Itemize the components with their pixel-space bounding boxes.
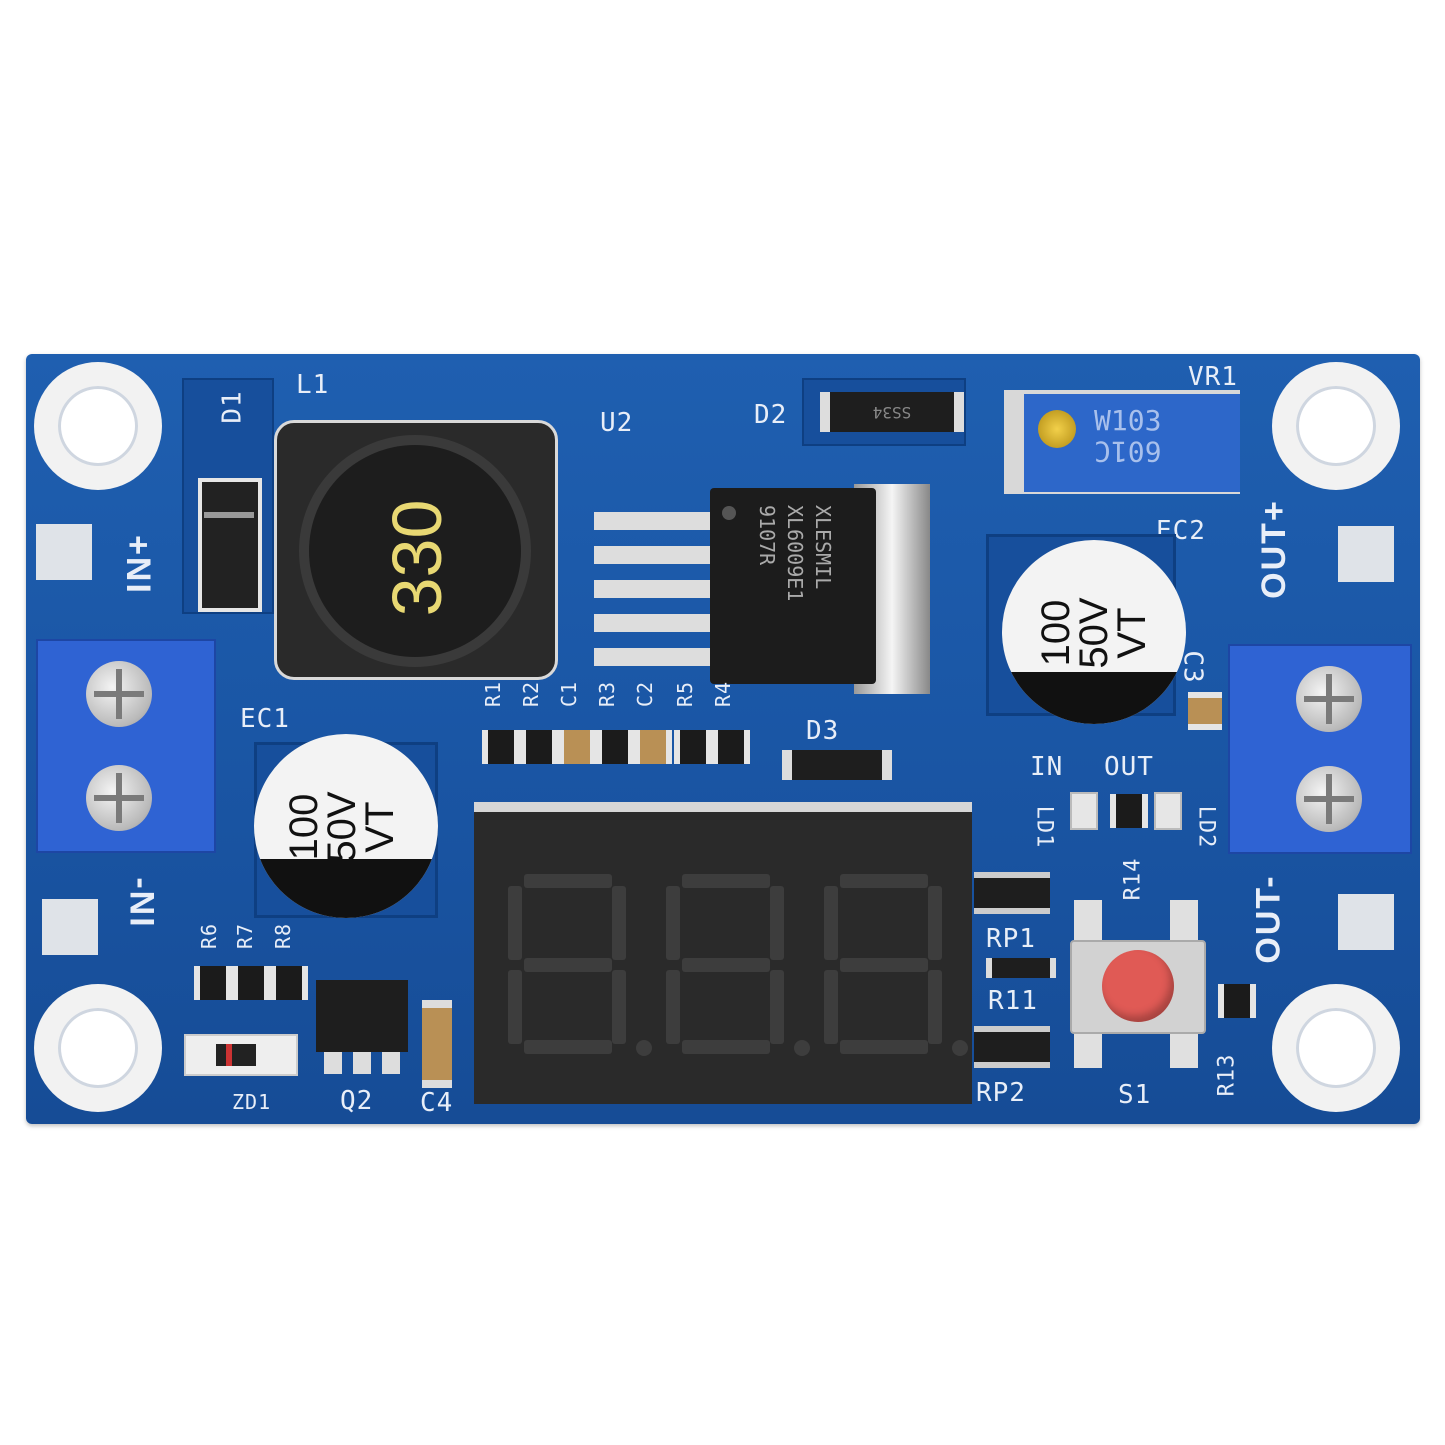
push-button-s1[interactable]: [1070, 900, 1206, 1068]
input-plus-pad: [36, 524, 92, 580]
diode-d3: [782, 750, 892, 780]
label-r6: R6: [197, 922, 222, 950]
resistor-r5: [674, 730, 712, 764]
capacitor-c2: [634, 730, 672, 764]
label-out-led: OUT: [1104, 752, 1154, 782]
label-d1: D1: [217, 390, 248, 424]
diode-marking: SS34: [872, 403, 912, 422]
capacitor-c4: [422, 1000, 452, 1088]
label-ld1: LD1: [1031, 805, 1057, 849]
capacitor-c3: [1188, 692, 1222, 730]
label-d3: D3: [806, 716, 840, 746]
mounting-hole-top-right: [1272, 362, 1400, 490]
resistor-r13: [1218, 984, 1256, 1018]
output-screw-bottom[interactable]: [1296, 766, 1362, 832]
resistor-r14: [1110, 794, 1148, 828]
input-screw-top[interactable]: [86, 661, 152, 727]
resistor-pack-rp1: [974, 872, 1050, 914]
capacitor-ec2: 100 50V VT: [1002, 540, 1186, 724]
resistor-pack-rp2: [974, 1026, 1050, 1068]
label-l1: L1: [296, 370, 330, 400]
output-plus-pad: [1338, 526, 1394, 582]
transistor-q2: [316, 980, 408, 1052]
capacitor-ec1: 100 50V VT: [254, 734, 438, 918]
label-r7: R7: [233, 922, 258, 950]
label-ec1: EC1: [240, 704, 290, 734]
label-zd1: ZD1: [232, 1090, 272, 1114]
label-r2: R2: [519, 680, 544, 708]
input-screw-bottom[interactable]: [86, 765, 152, 831]
label-r5: R5: [673, 680, 698, 708]
resistor-r4: [712, 730, 750, 764]
zener-zd1: [184, 1034, 298, 1076]
label-r4: R4: [711, 680, 736, 708]
label-in-led: IN: [1030, 752, 1064, 782]
pot-marking-1: W103: [1094, 404, 1162, 437]
label-ld2: LD2: [1193, 805, 1219, 849]
label-in-minus: -NI: [122, 877, 161, 929]
chip-u2-pins: [594, 506, 714, 676]
label-c3: C3: [1177, 650, 1208, 684]
resistor-r7: [232, 966, 270, 1000]
label-s1: S1: [1118, 1080, 1152, 1110]
led-ld1: [1070, 792, 1098, 830]
resistor-r6: [194, 966, 232, 1000]
diode-d1: [182, 378, 274, 614]
label-r1: R1: [481, 680, 506, 708]
potentiometer-vr1[interactable]: W103 601C: [1004, 390, 1240, 494]
label-out-minus: OUT-: [1249, 874, 1288, 964]
chip-marking-2: XL6009E1: [783, 505, 807, 602]
chip-u2: XLESMIL XL6009E1 9107R: [710, 488, 876, 684]
chip-marking-3: 9107R: [755, 505, 779, 566]
label-rp2: RP2: [976, 1078, 1026, 1108]
label-r8: R8: [271, 922, 296, 950]
resistor-r3: [596, 730, 634, 764]
pot-marking-2: 601C: [1094, 435, 1162, 468]
label-q2: Q2: [340, 1086, 374, 1116]
inductor-l1: 330: [274, 420, 558, 680]
label-c1: C1: [557, 680, 582, 708]
resistor-r8: [270, 966, 308, 1000]
label-c4: C4: [420, 1088, 454, 1118]
seven-segment-display: 8.8.8.: [474, 802, 972, 1104]
input-terminal-block: [36, 639, 216, 853]
label-rp1: RP1: [986, 924, 1036, 954]
label-out-plus: OUT+: [1254, 499, 1293, 599]
output-screw-top[interactable]: [1296, 666, 1362, 732]
chip-marking-1: XLESMIL: [811, 505, 835, 590]
mounting-hole-bottom-right: [1272, 984, 1400, 1112]
resistor-r2: [520, 730, 558, 764]
pcb-board: D1 L1 330 U2 XLESMIL XL6009E1 9107R D2 S…: [26, 354, 1420, 1124]
transistor-q2-pins: [324, 1052, 400, 1074]
pot-adjust-screw[interactable]: [1038, 410, 1076, 448]
label-r11: R11: [988, 986, 1038, 1016]
mounting-hole-top-left: [34, 362, 162, 490]
resistor-r11: [986, 958, 1056, 978]
mounting-hole-bottom-left: [34, 984, 162, 1112]
output-minus-pad: [1338, 894, 1394, 950]
label-d2: D2: [754, 400, 788, 430]
resistor-r1: [482, 730, 520, 764]
label-vr1: VR1: [1188, 362, 1238, 392]
capacitor-c1: [558, 730, 596, 764]
label-r13: R13: [1214, 1053, 1240, 1097]
display-digits: [474, 812, 972, 1104]
inductor-marking: 330: [378, 499, 456, 617]
output-terminal-block: [1228, 644, 1412, 854]
label-r3: R3: [595, 680, 620, 708]
label-c2: C2: [633, 680, 658, 708]
input-minus-pad: [42, 899, 98, 955]
led-ld2: [1154, 792, 1182, 830]
display-digits-text: 8.8.8.: [474, 812, 475, 813]
label-in-plus: +NI: [118, 535, 157, 595]
label-r14: R14: [1120, 857, 1146, 901]
label-u2: U2: [600, 408, 634, 438]
diode-d2: SS34: [802, 378, 966, 446]
button-cap[interactable]: [1102, 950, 1174, 1022]
